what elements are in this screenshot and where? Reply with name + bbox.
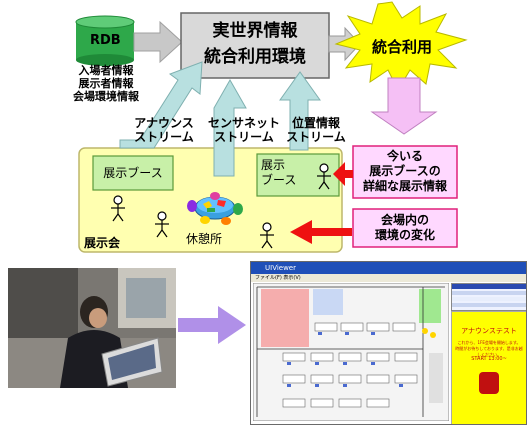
info-box-2-line1: 会場内の [380, 213, 429, 227]
starburst-label: 統合利用 [371, 38, 432, 56]
position-stream-line1: 位置情報 [291, 116, 340, 130]
rest-area-label: 休憩所 [186, 232, 223, 246]
red-arrow-environment [290, 220, 352, 244]
center-box [180, 12, 330, 79]
booth-left-label: 展示ブース [103, 166, 163, 180]
info-box-environment [352, 208, 458, 248]
center-title-line1: 実世界情報 [212, 21, 298, 41]
rdb-to-center-arrow [133, 20, 183, 64]
floor-map [253, 283, 449, 421]
booth-left [92, 155, 174, 191]
viewer-title-bar: UIViewer [251, 262, 526, 274]
announce-body-line2: 時間がお待ちしております、是非お越しください。 [455, 346, 523, 357]
announce-panel: アナウンステスト これから、1FE会場を開始します。 時間がお待ちしております、… [451, 311, 526, 424]
info-box-1-line3: 詳細な展示情報 [362, 179, 447, 193]
photo-to-screen-arrow [178, 306, 246, 344]
position-stream-line2: ストリーム [286, 130, 346, 144]
position-stream-arrow [279, 71, 321, 151]
announce-stream-line2: ストリーム [134, 130, 194, 144]
center-box-title: 実世界情報 統合利用環境 [181, 18, 329, 70]
booth-right [256, 153, 340, 197]
person-icon [317, 163, 331, 190]
photo-drawing [8, 268, 176, 388]
announce-start: START 13:00~ [471, 356, 507, 362]
emblem-icon [479, 372, 499, 394]
person-icon [111, 195, 125, 222]
info-box-1-line1: 今いる [386, 149, 423, 163]
announce-stream-label: アナウンス ストリーム [128, 116, 200, 144]
booth-right-label: 展示 ブース [261, 158, 296, 188]
viewer-list-panel [451, 283, 526, 311]
position-stream-label: 位置情報 ストリーム [280, 116, 352, 144]
rdb-cylinder [75, 15, 135, 66]
viewer-menu-bar: ファイル(F) 表示(V) [251, 274, 526, 282]
rest-area-table-icon [187, 192, 243, 225]
info-box-2-line2: 環境の変化 [374, 228, 435, 242]
viewer-window: UIViewer ファイル(F) 表示(V) [250, 261, 527, 425]
info-box-environment-text: 会場内の 環境の変化 [353, 213, 457, 243]
sensor-stream-arrow [213, 78, 247, 177]
sensor-stream-label: センサネット ストリーム [204, 116, 284, 144]
rdb-info-exhibitors: 展示者情報 [78, 77, 134, 90]
rdb-info-venue: 会場環境情報 [73, 90, 139, 103]
photo-person-with-laptop [8, 268, 176, 388]
person-icon [260, 222, 274, 249]
announce-title: アナウンステスト [461, 327, 517, 335]
announce-body-line1: これから、1FE会場を開始します。 [457, 340, 521, 345]
center-title-line2: 統合利用環境 [204, 47, 306, 67]
red-arrow-booth [333, 162, 353, 186]
person-icon [155, 211, 169, 238]
exhibition-label: 展示会 [84, 236, 121, 250]
sensor-stream-line2: ストリーム [214, 130, 274, 144]
booth-right-line1: 展示 [261, 158, 286, 172]
info-box-booth-detail [352, 145, 458, 199]
announce-stream-line1: アナウンス [134, 116, 194, 130]
announce-stream-arrow [119, 61, 203, 149]
starburst-down-arrow [370, 77, 438, 135]
sensor-stream-line1: センサネット [207, 116, 280, 130]
info-box-booth-detail-text: 今いる 展示ブースの 詳細な展示情報 [353, 149, 457, 194]
announce-body: これから、1FE会場を開始します。 時間がお待ちしております、是非お越しください… [454, 340, 524, 358]
info-box-1-line2: 展示ブースの [369, 164, 441, 178]
booth-right-line2: ブース [261, 173, 297, 187]
rdb-info-list: 入場者情報 展示者情報 会場環境情報 [62, 64, 150, 103]
rdb-label: RDB [90, 33, 121, 48]
diagram-canvas [75, 1, 468, 253]
rdb-info-attendees: 入場者情報 [78, 64, 134, 77]
